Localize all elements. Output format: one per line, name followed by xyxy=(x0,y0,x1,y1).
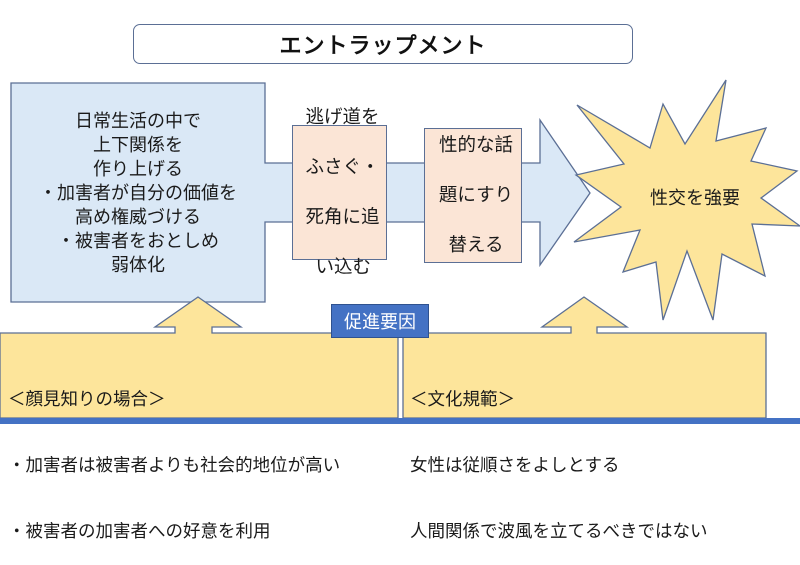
stage1-line: ・加害者が自分の価値を xyxy=(39,183,237,204)
stage1-text: 日常生活の中で 上下関係を 作り上げる ・加害者が自分の価値を 高め権威づける … xyxy=(12,110,264,278)
stage2-line: 逃げ道を xyxy=(305,107,380,128)
promoting-factors-label: 促進要因 xyxy=(331,304,429,338)
acquaintance-item: ・被害者の加害者への好意を利用 xyxy=(8,522,271,542)
outcome-label: 性交を強要 xyxy=(650,188,740,209)
diagram-title: エントラップメント xyxy=(133,24,633,64)
acquaintance-text: ＜顔見知りの場合＞ ・加害者は被害者よりも社会的地位が高い ・被害者の加害者への… xyxy=(8,345,340,565)
stage2-line: い込む xyxy=(315,257,371,278)
acquaintance-item: ・加害者は被害者よりも社会的地位が高い xyxy=(8,456,341,476)
stage3-box: 性的な話 題にすり 替える xyxy=(424,128,522,263)
bottom-accent-bar xyxy=(0,418,800,424)
outcome-starburst xyxy=(573,79,800,321)
stage1-line: 上下関係を xyxy=(93,135,183,156)
stage1-line: 高め権威づける xyxy=(75,207,201,228)
stage2-line: ふさぐ・ xyxy=(305,157,380,178)
acquaintance-heading: ＜顔見知りの場合＞ xyxy=(8,390,166,410)
stage1-line: 弱体化 xyxy=(111,255,165,276)
cultural-norms-item: 女性は従順さをよしとする xyxy=(410,456,620,476)
stage3-line: 題にすり xyxy=(438,185,514,206)
cultural-norms-text: ＜文化規範＞ 女性は従順さをよしとする 人間関係で波風を立てるべきではない xyxy=(410,345,708,565)
cultural-norms-heading: ＜文化規範＞ xyxy=(410,390,515,410)
stage1-line: ・被害者をおとしめ xyxy=(57,231,219,252)
stage1-line: 日常生活の中で xyxy=(75,111,201,132)
stage1-line: 作り上げる xyxy=(93,159,183,180)
cultural-norms-item: 人間関係で波風を立てるべきではない xyxy=(410,522,708,542)
stage2-box: 逃げ道を ふさぐ・ 死角に追 い込む xyxy=(292,107,387,278)
stage3-line: 性的な話 xyxy=(438,135,513,156)
stage3-line: 替える xyxy=(448,235,504,256)
stage2-line: 死角に追 xyxy=(305,207,380,228)
